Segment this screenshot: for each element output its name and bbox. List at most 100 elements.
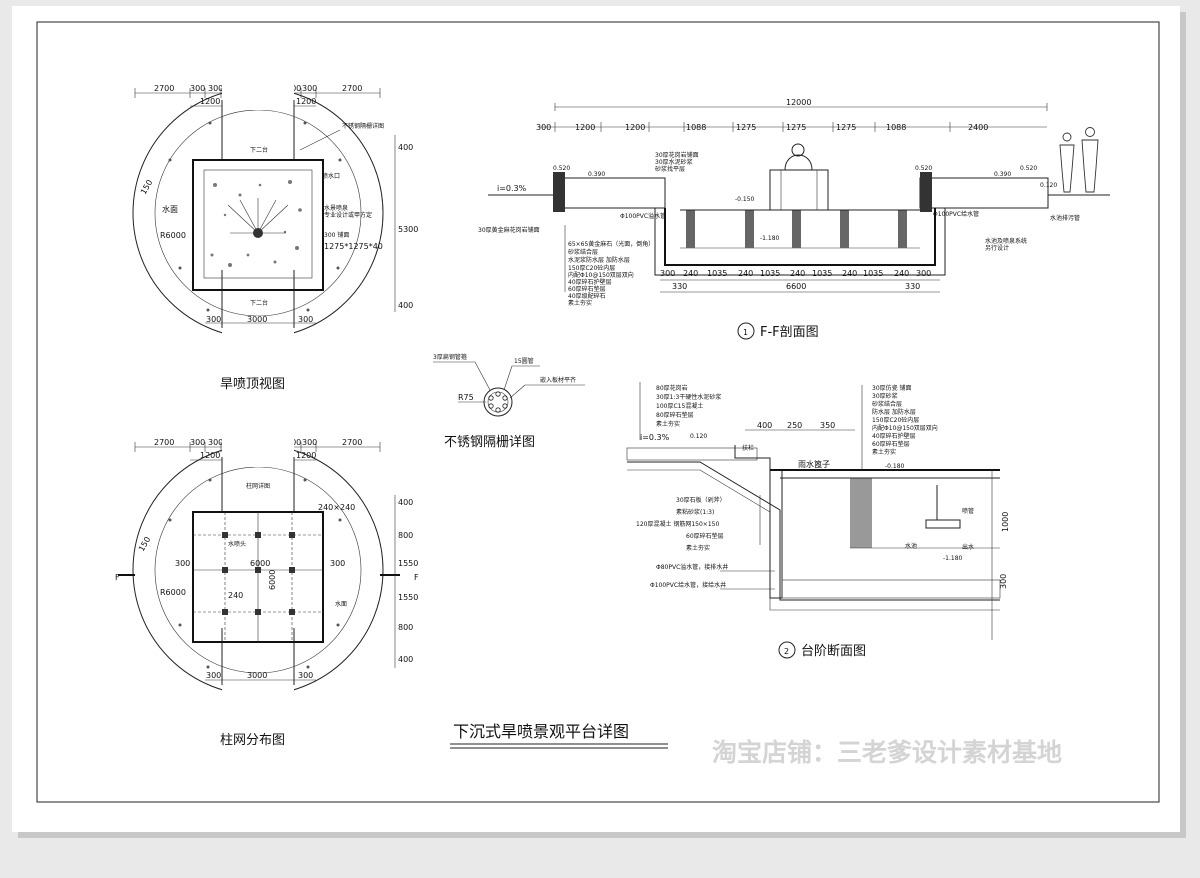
- grate-label-2: 15圆管: [514, 357, 534, 365]
- grid-label-240: 240: [228, 591, 243, 600]
- ff-note-m5: 150厚C20砼内层: [568, 264, 615, 272]
- step-note-tl3: 100厚C15混凝土: [656, 402, 703, 410]
- step-tag-1: Φ80PVC溢水管，接排水井: [656, 563, 728, 571]
- sheet-title: 下沉式旱喷景观平台详图: [453, 722, 629, 741]
- grid-dim-r2: 800: [398, 531, 413, 540]
- step-note-tl2: 30厚1:3干硬性水泥砂浆: [656, 393, 721, 401]
- watermark: 淘宝店铺：三老爹设计素材基地: [712, 738, 1062, 767]
- ff-dim-t2: 1200: [575, 123, 595, 132]
- top-label-radius: R6000: [160, 231, 186, 240]
- step-tag-2: Φ100PVC给水管，接给水井: [650, 581, 726, 589]
- top-label-pool: 水景喷泉: [324, 204, 348, 212]
- step-dim-t3: 350: [820, 421, 835, 430]
- top-dim-r2: 5300: [398, 225, 418, 234]
- step-note-m5: 素土夯实: [686, 544, 710, 552]
- grid-dim-7: 2700: [342, 438, 362, 447]
- step-note-tr8: 60厚碎石垫层: [872, 440, 910, 448]
- ff-note-m2: 65×65黄金麻石（光面，倒角）: [568, 240, 654, 248]
- ff-caption: F-F剖面图: [760, 325, 819, 340]
- step-dim-t1: 400: [757, 421, 772, 430]
- ff-dim-b2-3: 330: [905, 282, 920, 291]
- top-view-caption: 旱喷顶视图: [220, 377, 285, 392]
- ff-level-1: 0.520: [553, 165, 570, 172]
- ff-tag-5: 另行设计: [985, 244, 1009, 252]
- ff-level-4: -1.180: [760, 235, 780, 242]
- grid-dim-r1: 400: [398, 498, 413, 507]
- grid-dim-6: 300: [302, 438, 317, 447]
- grid-view-caption: 柱网分布图: [220, 733, 285, 748]
- grid-view-plan: 2700 300 300 3000 300 300 2700 1200 1200: [115, 437, 419, 748]
- ff-note-m3: 砂浆结合层: [568, 248, 598, 256]
- ff-level-7: 0.520: [1020, 165, 1037, 172]
- ff-tag-4: 水池及喷泉系统: [985, 237, 1027, 245]
- grid-dim-inner-2: 1200: [296, 451, 316, 460]
- step-dim-r1: 1000: [1001, 512, 1010, 532]
- top-dim-7: 2700: [342, 84, 362, 93]
- grid-label-ref: 柱网详图: [246, 482, 270, 490]
- ff-dim-b5: 1035: [760, 269, 780, 278]
- top-dim-inner-2: 1200: [296, 97, 316, 106]
- grid-dim-2: 300: [190, 438, 205, 447]
- top-label-bottom: 下二台: [250, 299, 268, 307]
- top-dim-r3: 400: [398, 301, 413, 310]
- grate-label-radius: R75: [458, 393, 474, 402]
- ff-dim-t8: 1088: [886, 123, 906, 132]
- grid-dim-b3: 300: [298, 671, 313, 680]
- top-label-machine: 专业设计或甲方定: [324, 211, 372, 219]
- ff-dim-b2: 240: [683, 269, 698, 278]
- ff-dim-b8: 240: [842, 269, 857, 278]
- step-slope: i=0.3%: [640, 433, 670, 442]
- grid-dim-b1: 300: [206, 671, 221, 680]
- top-dim-b1: 300: [206, 315, 221, 324]
- ff-notes-mid: 30厚黄金麻花岗岩铺面 65×65黄金麻石（光面，倒角） 砂浆结合层 水泥浆防水…: [478, 225, 654, 307]
- top-label-steel: 不锈钢隔栅详图: [342, 122, 384, 130]
- step-note-m2: 素粘砂浆(1:3): [676, 508, 714, 516]
- top-dim-3: 300: [208, 84, 223, 93]
- top-label-water: 水面: [162, 204, 178, 214]
- ff-dim-b2-2: 6600: [786, 282, 806, 291]
- step-note-tr4: 防水层 加防水层: [872, 408, 916, 416]
- top-label-spout: 喷水口: [322, 172, 340, 180]
- step-label-water: 水池: [905, 542, 917, 550]
- top-label-tile: 1275*1275*40: [324, 242, 383, 251]
- step-note-tr6: 内配Φ10@150双层双向: [872, 424, 938, 432]
- ff-note-l1: 30厚花岗岩铺面: [655, 151, 699, 159]
- step-note-m3: 120厚混凝土 钢筋网150×150: [636, 520, 719, 528]
- ff-dim-t6: 1275: [786, 123, 806, 132]
- grid-label-300b: 300: [330, 559, 345, 568]
- step-note-tr3: 砂浆结合层: [872, 400, 902, 408]
- top-dim-b2: 3000: [247, 315, 267, 324]
- grid-label-300a: 300: [175, 559, 190, 568]
- section-step: 400 250 350 1000 300 i=0.3% 0.120 -0.180…: [626, 382, 1010, 659]
- ff-dim-t3: 1200: [625, 123, 645, 132]
- step-note-tr9: 素土夯实: [872, 448, 896, 456]
- step-note-tr2: 30厚砂浆: [872, 392, 898, 400]
- ff-note-m4: 水泥浆防水层 加防水层: [568, 256, 630, 264]
- ff-note-l2: 30厚水泥砂浆: [655, 158, 693, 166]
- step-dim-t2: 250: [787, 421, 802, 430]
- grid-dim-inner-1: 1200: [200, 451, 220, 460]
- ff-note-m10: 素土夯实: [568, 299, 592, 307]
- ff-note-m1: 30厚黄金麻花岗岩铺面: [478, 226, 540, 234]
- ff-level-3: -0.150: [735, 196, 755, 203]
- top-dim-r1: 400: [398, 143, 413, 152]
- ff-level-8: 0.120: [1040, 182, 1057, 189]
- ff-dim-b3: 1035: [707, 269, 727, 278]
- grid-label-6000b: 6000: [268, 570, 277, 590]
- grid-section-f-right: F: [414, 573, 419, 582]
- step-note-tr5: 150厚C20砼内层: [872, 416, 919, 424]
- grid-label-column: 240×240: [318, 503, 355, 512]
- grid-label-water: 水面: [335, 600, 347, 608]
- ff-dim-b9: 1035: [863, 269, 883, 278]
- ff-level-5: 0.520: [915, 165, 932, 172]
- grid-dim-1: 2700: [154, 438, 174, 447]
- ff-slope: i=0.3%: [497, 184, 527, 193]
- grid-dim-r3: 1550: [398, 559, 418, 568]
- step-note-tr1: 30厚仿瓷 铺面: [872, 384, 912, 392]
- ff-tag-2: Φ100PVC给水管: [933, 210, 979, 218]
- ff-note-m9: 40厚级配碎石: [568, 292, 606, 300]
- top-label-top: 下二台: [250, 146, 268, 154]
- section-ff: 12000 300 1200 1200 1088 1275 1275 1275 …: [478, 98, 1110, 340]
- grid-dim-3: 300: [208, 438, 223, 447]
